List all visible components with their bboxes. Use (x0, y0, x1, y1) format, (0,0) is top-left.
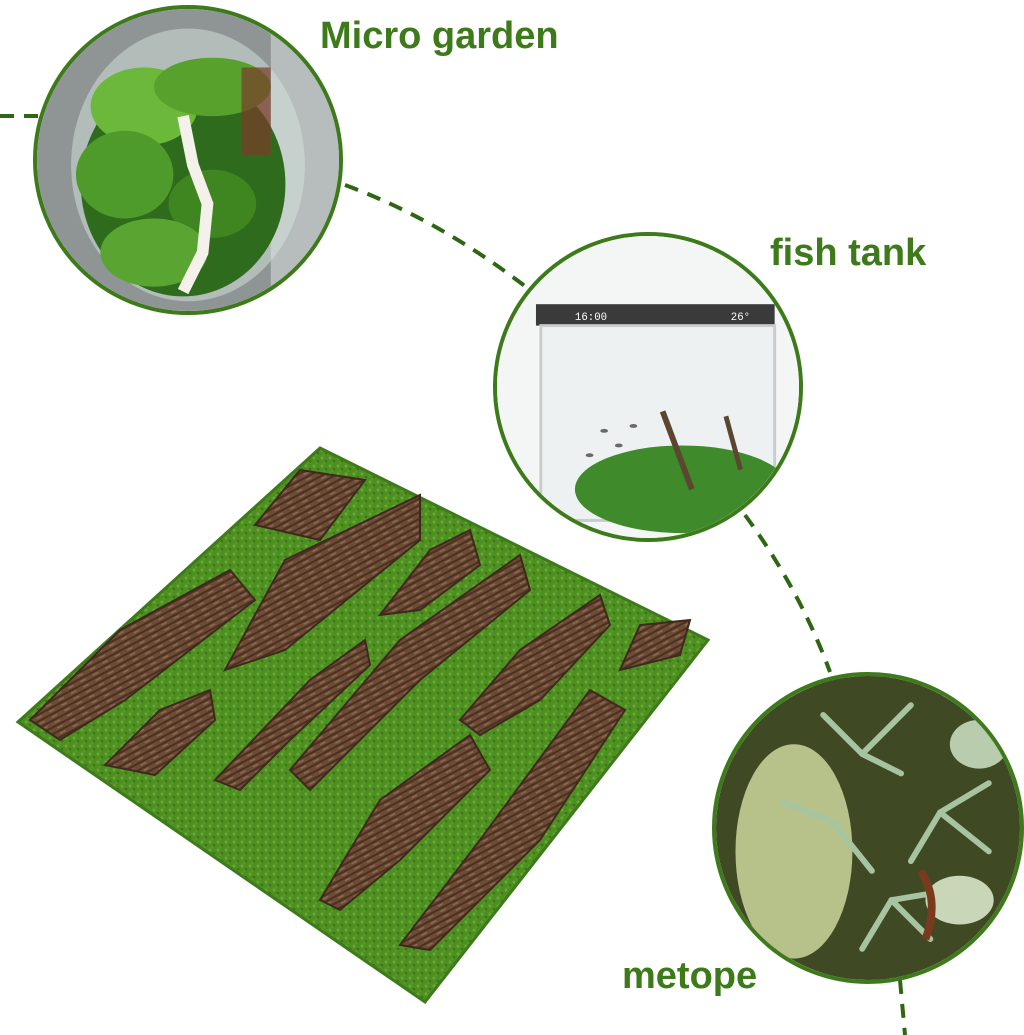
bark-strip (458, 593, 612, 737)
bark-strip (318, 733, 492, 912)
bark-strip (213, 638, 372, 792)
bark-strip (253, 468, 367, 542)
tank-time-readout: 16:00 (575, 312, 607, 324)
bark-strip (398, 688, 627, 952)
bark-strip (288, 553, 532, 792)
bark-strip (102, 688, 217, 777)
metope-label: metope (622, 955, 758, 997)
micro-garden-label: Micro garden (320, 15, 559, 57)
bark-strip (618, 618, 692, 672)
metope-photo (716, 676, 1020, 980)
fish-tank-circle: 16:00 26° (493, 232, 803, 542)
micro-garden-photo (37, 9, 339, 311)
bark-strip (222, 493, 421, 672)
metope-circle (712, 672, 1024, 984)
tank-temp-readout: 26° (731, 312, 750, 324)
connector-garden-to-tank (344, 183, 532, 292)
connector-metope-down (898, 979, 907, 1035)
fish-tank-label: fish tank (770, 232, 927, 274)
fish-tank-photo: 16:00 26° (497, 236, 799, 538)
bark-strip (377, 528, 482, 617)
bark-strip (28, 568, 257, 742)
micro-garden-circle (33, 5, 343, 315)
